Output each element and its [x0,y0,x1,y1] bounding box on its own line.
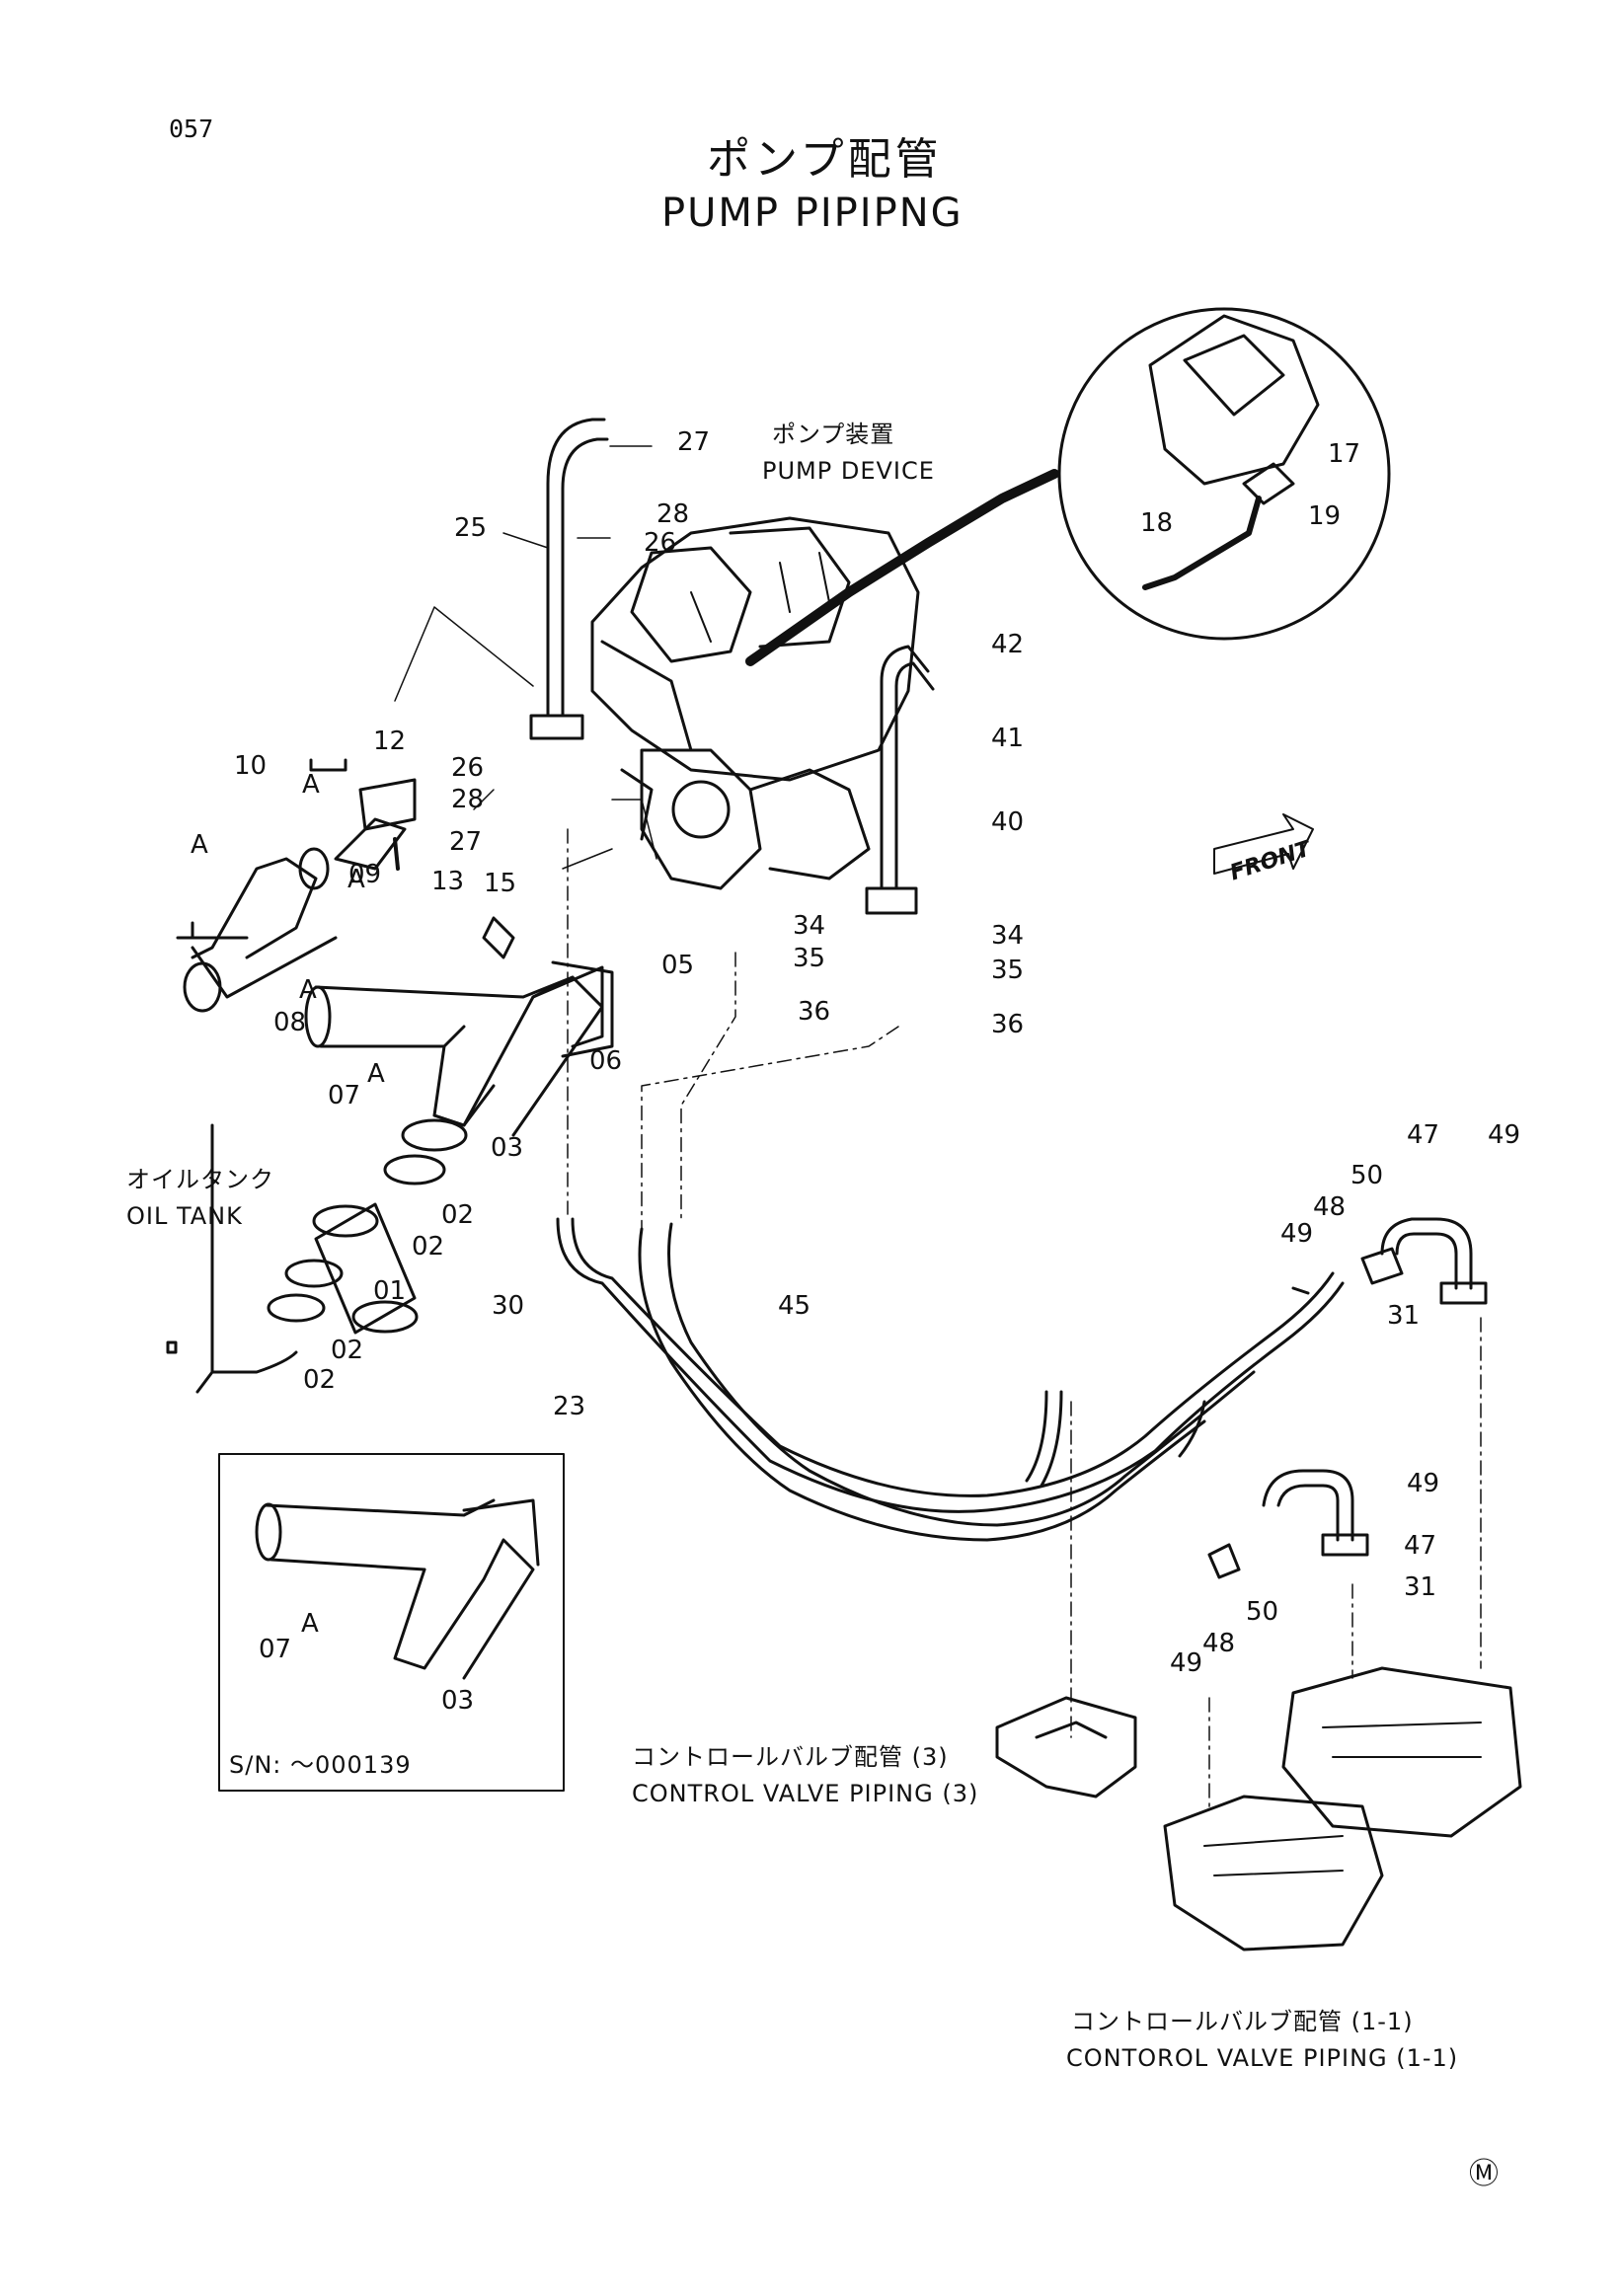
part-label-06: 06 [589,1046,623,1076]
part-label-27: 27 [677,427,711,457]
part-label-17: 17 [1328,439,1361,469]
pump-detail-circle [1057,307,1391,641]
part-label-a: A [367,1059,385,1089]
part-label-a: A [301,1609,319,1639]
part-label-03: 03 [441,1686,475,1716]
part-label-a: A [191,830,208,860]
part-label-05: 05 [661,951,695,980]
part-label-47: 47 [1404,1531,1437,1561]
page-title-jp: ポンプ配管 [707,134,943,185]
part-label-07: 07 [328,1081,361,1110]
part-label-42: 42 [991,630,1025,659]
part-label-49: 49 [1170,1648,1203,1678]
serial-number-note: S/N: ～000139 [229,1751,412,1779]
pump-device-caption-jp: ポンプ装置 [772,421,895,448]
control-valve-1-1-drawing [1163,1666,1522,1952]
part-label-34: 34 [991,921,1025,951]
part-label-01: 01 [373,1276,407,1306]
part-label-15: 15 [484,869,517,898]
pump-device-caption: PUMP DEVICE [762,457,935,485]
part-label-19: 19 [1308,501,1342,531]
part-label-28: 28 [656,499,690,529]
part-label-23: 23 [553,1392,586,1421]
part-label-50: 50 [1246,1597,1279,1627]
inset-box-drawing [218,1453,565,1792]
part-label-02: 02 [441,1200,475,1230]
oil-tank-items-drawing [166,1118,468,1394]
part-label-03: 03 [491,1133,524,1163]
hose-bundle-drawing [556,1217,1345,1542]
part-label-a: A [347,865,365,894]
oil-tank-caption: OIL TANK [126,1202,243,1230]
part-label-08: 08 [273,1008,307,1037]
part-label-02: 02 [412,1232,445,1262]
part-label-02: 02 [303,1365,337,1395]
part-label-35: 35 [793,944,826,973]
part-label-40: 40 [991,807,1025,837]
part-label-48: 48 [1202,1629,1236,1658]
control-valve-3-drawing [995,1696,1137,1799]
pipe-40-drawing [865,645,935,915]
part-label-07: 07 [259,1635,292,1664]
oil-tank-caption-jp: オイルタンク [126,1166,274,1193]
part-label-45: 45 [778,1291,811,1321]
part-label-49: 49 [1280,1219,1314,1249]
part-label-25: 25 [454,513,488,543]
part-label-13: 13 [431,867,465,896]
part-label-49: 49 [1407,1469,1440,1498]
page-number: 057 [169,115,214,143]
part-label-a: A [299,975,317,1005]
part-label-28: 28 [451,785,485,814]
part-label-36: 36 [991,1010,1025,1039]
part-label-26: 26 [644,528,677,558]
part-label-18: 18 [1140,508,1174,538]
control-valve-3-caption-jp: コントロールバルブ配管 (3) [632,1743,949,1771]
part-label-09: 09 [348,860,382,889]
part-label-12: 12 [373,727,407,756]
control-valve-3-caption: CONTROL VALVE PIPING (3) [632,1780,979,1807]
part-label-35: 35 [991,956,1025,985]
pipe-47-lower-drawing [1207,1469,1369,1579]
pipe-25-drawing [529,418,609,740]
leader-lines [394,445,1482,1807]
part-label-30: 30 [492,1291,525,1321]
part-label-31: 31 [1404,1572,1437,1602]
part-label-26: 26 [451,753,485,783]
control-valve-1-1-caption: CONTOROL VALVE PIPING (1-1) [1066,2044,1459,2072]
part-label-31: 31 [1387,1301,1421,1331]
part-label-47: 47 [1407,1120,1440,1150]
front-arrow-drawing [1213,813,1314,875]
group-10-drawing [176,758,515,1013]
part-label-27: 27 [449,827,483,857]
part-label-a: A [302,770,320,800]
pump-device-drawing [590,516,920,890]
page-title: PUMP PIPIPNG [661,191,964,236]
part-label-49: 49 [1488,1120,1521,1150]
part-label-36: 36 [798,997,831,1027]
part-label-02: 02 [331,1336,364,1365]
part-label-48: 48 [1313,1192,1347,1222]
part-label-41: 41 [991,724,1025,753]
part-label-34: 34 [793,911,826,941]
pipe-47-upper-drawing [1291,1217,1488,1305]
corner-mark: Ⓜ [1469,2157,1499,2191]
detail-leader [745,469,1059,666]
part-label-50: 50 [1350,1161,1384,1190]
part-label-10: 10 [234,751,268,781]
control-valve-1-1-caption-jp: コントロールバルブ配管 (1-1) [1071,2008,1414,2035]
